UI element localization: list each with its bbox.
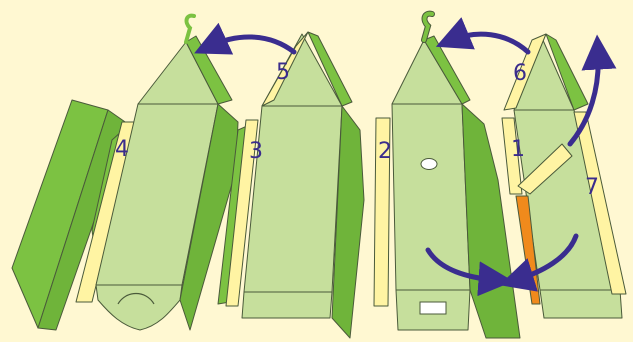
- roof-glue-6: [503, 33, 547, 111]
- right-side-flap-3: [331, 105, 365, 339]
- step-label-3: 3: [249, 139, 263, 164]
- fold-arrows: [194, 17, 617, 297]
- arrow-5: [194, 22, 297, 55]
- step-label-5: 5: [276, 60, 290, 85]
- bottom-tab-4: [95, 284, 183, 331]
- step-label-4: 4: [115, 137, 129, 162]
- panel-group-1-6-7: [501, 33, 627, 319]
- glue-tab-1: [501, 117, 523, 195]
- glue-tab-2: [373, 117, 391, 307]
- slot-hole: [419, 301, 447, 315]
- step-label-7: 7: [585, 175, 599, 200]
- bottom-tab-3: [241, 291, 333, 319]
- panel-group-2: [373, 10, 521, 339]
- roof-glue-5: [261, 31, 309, 107]
- main-panel-2: [391, 103, 471, 291]
- right-side-flap-4: [179, 103, 239, 331]
- step-label-6: 6: [513, 61, 527, 86]
- folding-flap: [517, 143, 573, 195]
- glue-tab-3: [225, 119, 259, 307]
- arrow-6: [435, 17, 531, 55]
- glue-tab-7: [573, 111, 627, 295]
- panel-group-3: [217, 31, 365, 339]
- glue-tab-4: [75, 121, 137, 303]
- step-label-1: 1: [511, 137, 525, 162]
- main-panel-3: [243, 105, 343, 293]
- step-labels: 1 2 3 4 5 6 7: [115, 60, 599, 200]
- round-hole: [420, 158, 438, 170]
- arrow-bottom-right: [499, 233, 579, 292]
- step-label-2: 2: [378, 139, 392, 164]
- bottom-tab-1: [539, 289, 623, 319]
- outer-left-side-panel: [11, 99, 129, 331]
- arrow-bottom-left: [425, 247, 514, 297]
- arrow-7: [567, 34, 617, 147]
